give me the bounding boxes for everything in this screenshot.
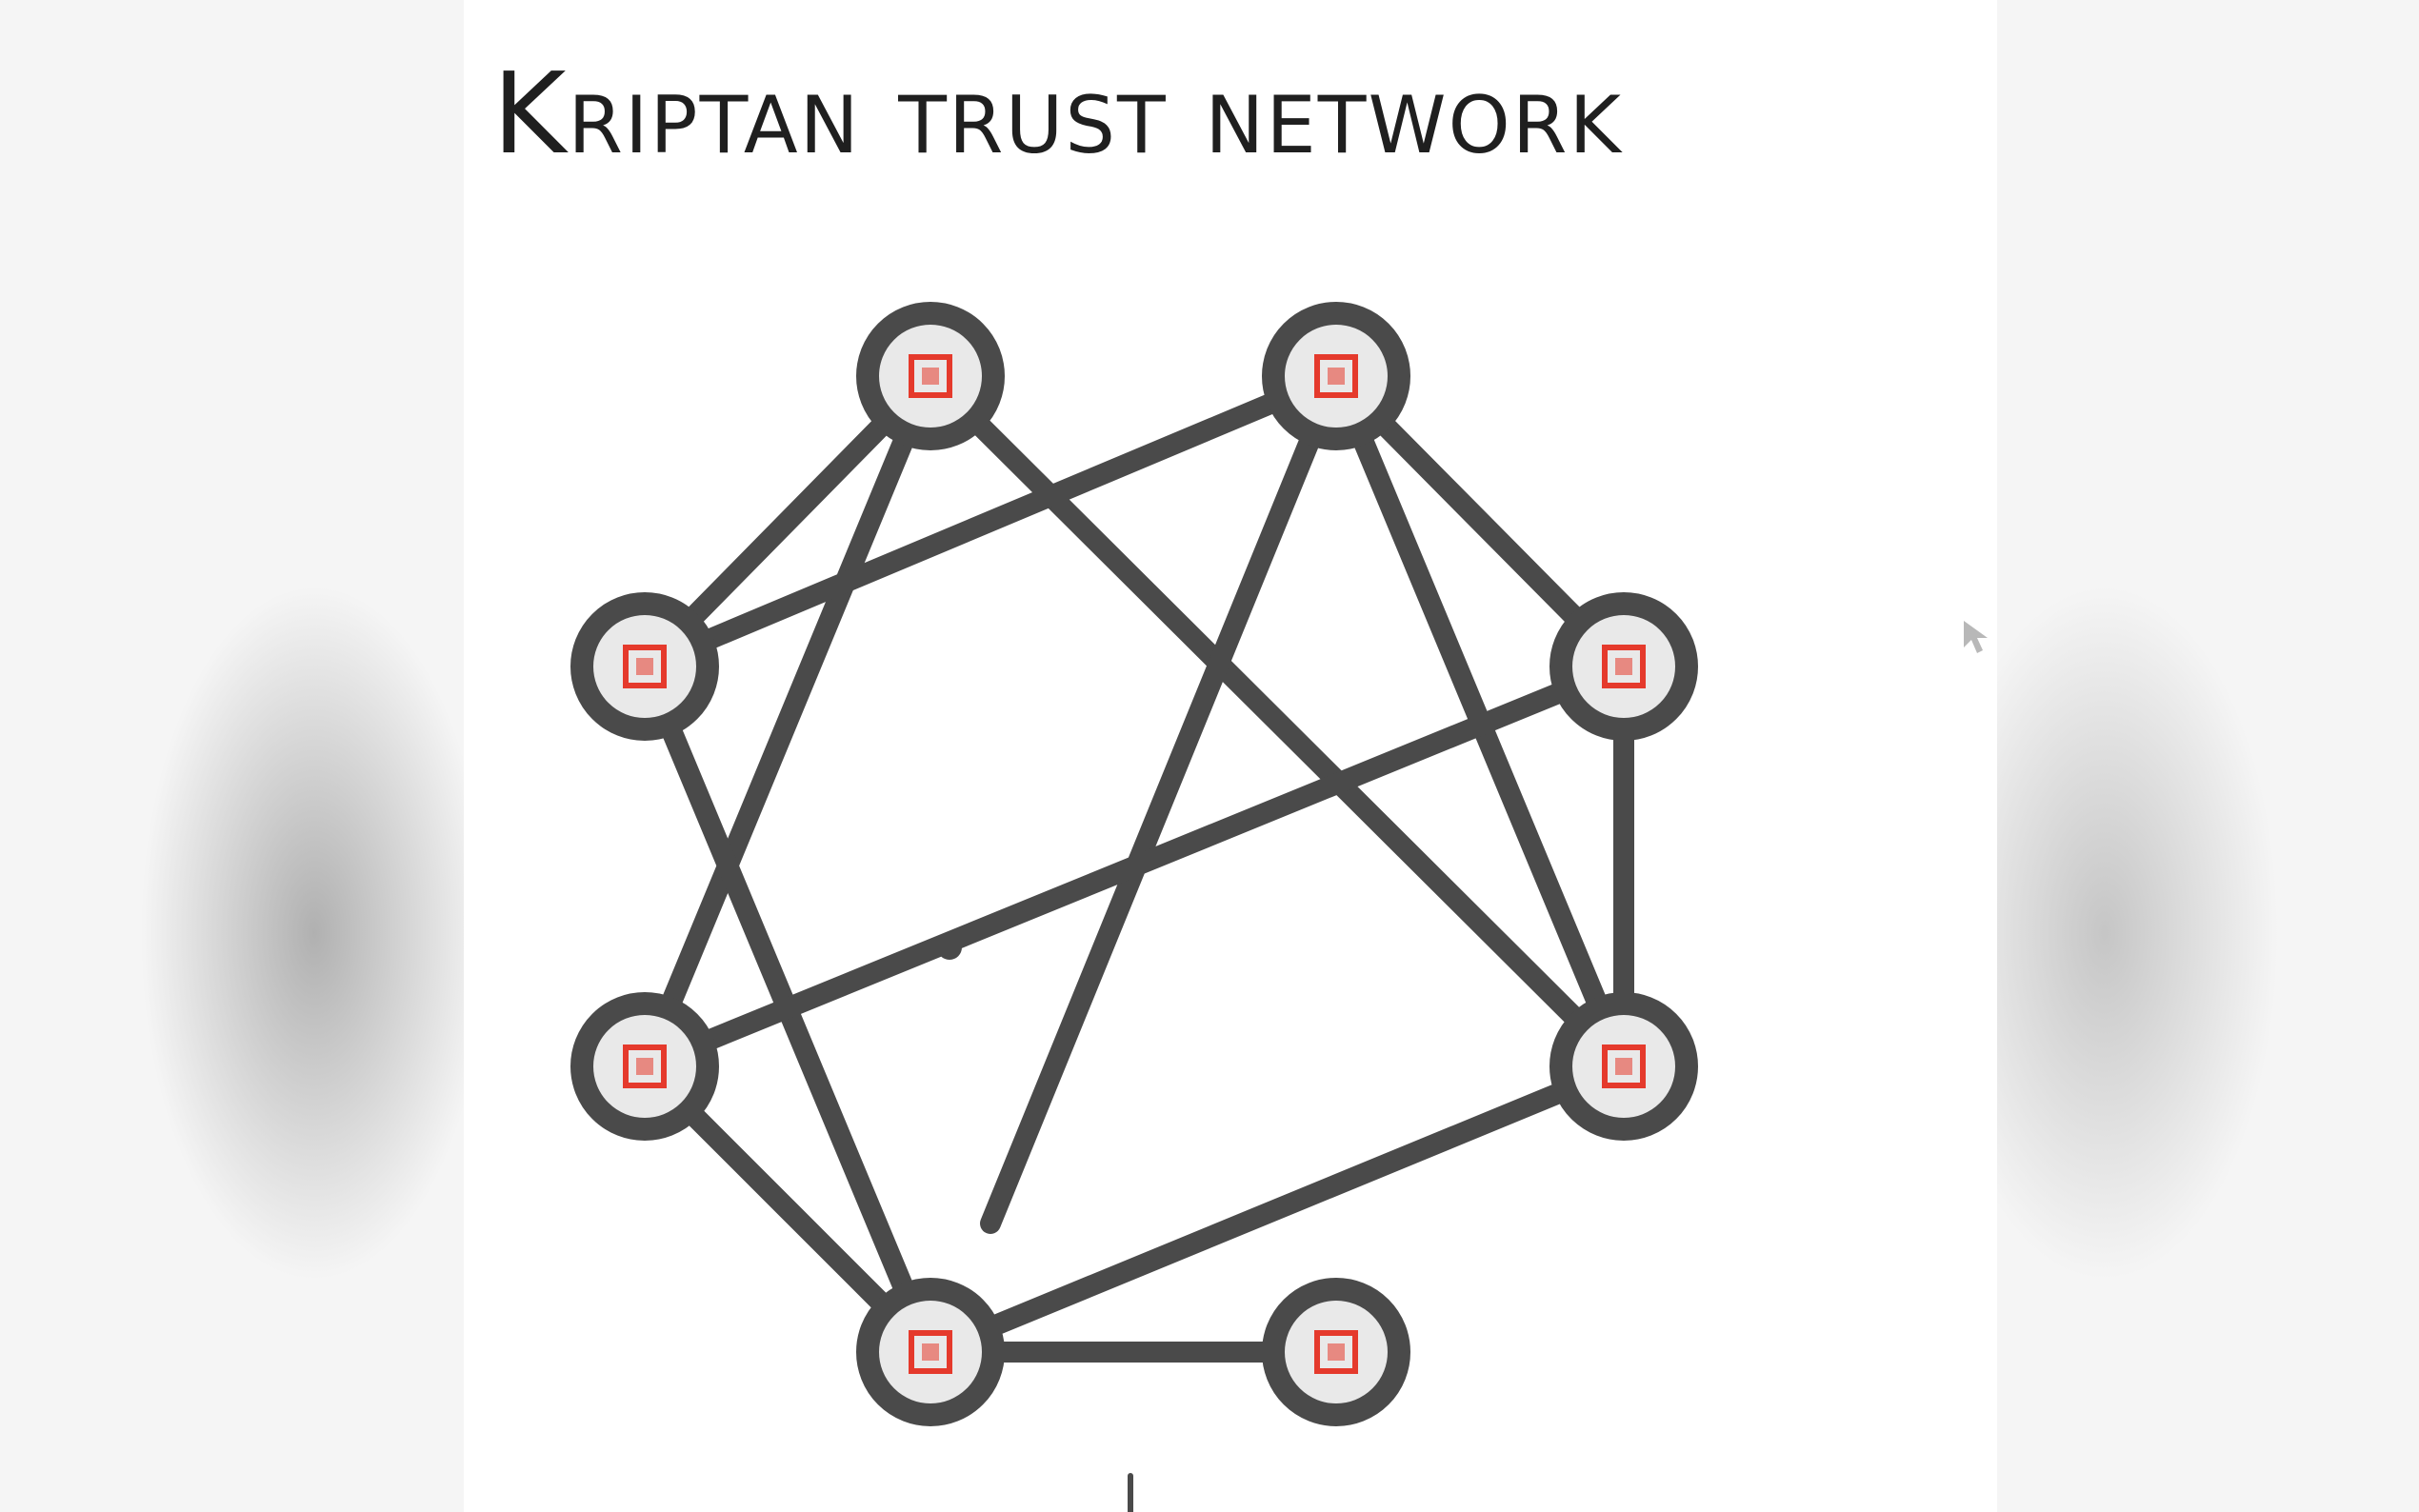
edge-n2-n4 — [1367, 408, 1593, 635]
node-core — [636, 658, 653, 675]
diagram-title: Kriptan trust network — [492, 48, 1623, 179]
mouse-cursor-icon — [1964, 621, 1988, 653]
square-node-icon — [623, 1044, 667, 1088]
node-n6 — [1549, 992, 1698, 1141]
node-core — [1615, 1058, 1632, 1075]
node-core — [636, 1058, 653, 1075]
node-n1 — [856, 302, 1005, 450]
edge-n3-n2 — [689, 388, 1292, 654]
edge-n2-n7 — [980, 420, 1325, 1234]
edge-dot — [937, 935, 962, 960]
square-node-icon — [1602, 645, 1646, 688]
edge-n4-n5 — [689, 678, 1580, 1055]
node-core — [1328, 1343, 1345, 1361]
node-n4 — [1549, 592, 1698, 741]
node-core — [1328, 368, 1345, 385]
node-n2 — [1262, 302, 1410, 450]
node-n9 — [1262, 1278, 1410, 1426]
edge-n1-n5 — [656, 420, 919, 1023]
node-core — [922, 368, 939, 385]
node-n3 — [570, 592, 719, 741]
square-node-icon — [909, 1330, 952, 1374]
square-node-icon — [1314, 354, 1358, 398]
node-n8 — [856, 1278, 1005, 1426]
network-graph — [570, 302, 1698, 1512]
square-node-icon — [623, 645, 667, 688]
nodes-layer — [570, 302, 1698, 1426]
node-core — [1615, 658, 1632, 675]
square-node-icon — [1602, 1044, 1646, 1088]
square-node-icon — [909, 354, 952, 398]
node-core — [922, 1343, 939, 1361]
edge-n5-n8 — [675, 1097, 900, 1322]
square-node-icon — [1314, 1330, 1358, 1374]
edge-n6-n8 — [974, 1078, 1580, 1341]
node-n5 — [570, 992, 719, 1141]
edge-n1-n6 — [961, 407, 1593, 1036]
edges-layer — [656, 388, 1634, 1363]
edge-n1-n3 — [675, 408, 900, 635]
diagram-panel: Kriptan trust network — [464, 0, 1997, 1512]
